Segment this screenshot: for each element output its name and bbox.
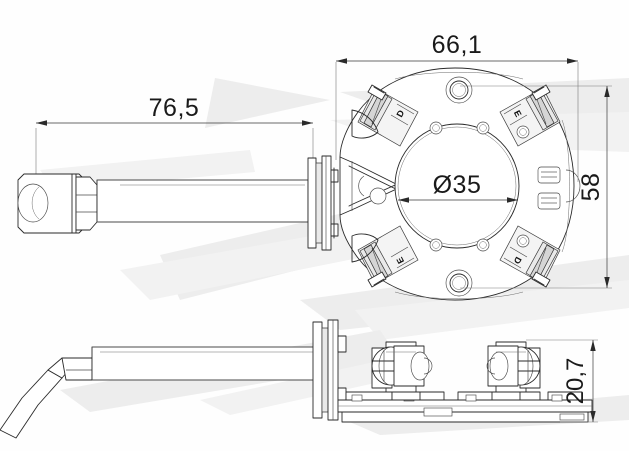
side-view-base-plate: [337, 391, 593, 423]
dimension-label-20-7: 20,7: [562, 358, 589, 405]
body-cutouts: [351, 109, 581, 263]
dimension-58: 58: [460, 85, 612, 289]
dimension-66-1: 66,1: [335, 31, 579, 182]
dimension-label-58: 58: [577, 173, 605, 202]
diode-housing-right: [486, 341, 541, 401]
marking-e-lower-left: E: [395, 255, 407, 265]
marking-d-upper-left: D: [394, 108, 406, 119]
marking-e-upper-right: E: [512, 109, 524, 119]
marking-d-lower-right: D: [511, 255, 523, 266]
cable-entry-flange: [307, 155, 339, 251]
right-terminal-slots: [537, 166, 561, 210]
lead-terminal-assembly: [17, 173, 309, 234]
dimension-label-76-5: 76,5: [149, 94, 200, 122]
mounting-screw-holes: [369, 121, 530, 252]
dimension-diameter-35: Ø35: [398, 171, 518, 203]
diode-pack-lower-right: D: [499, 225, 561, 288]
dimension-76-5: 76,5: [35, 94, 314, 180]
dimension-label-diameter-35: Ø35: [433, 171, 482, 199]
dimension-20-7: 20,7: [526, 339, 598, 423]
diode-pack-lower-left: E: [357, 225, 419, 288]
diode-pack-upper-left: D: [357, 84, 419, 147]
diode-pack-upper-right: E: [499, 84, 561, 147]
side-view-cable: [0, 346, 319, 439]
dimension-label-66-1: 66,1: [432, 31, 483, 59]
rectifier-disc: D E: [339, 67, 581, 301]
diode-housing-left: [371, 341, 433, 401]
side-view-flange: [312, 319, 347, 421]
